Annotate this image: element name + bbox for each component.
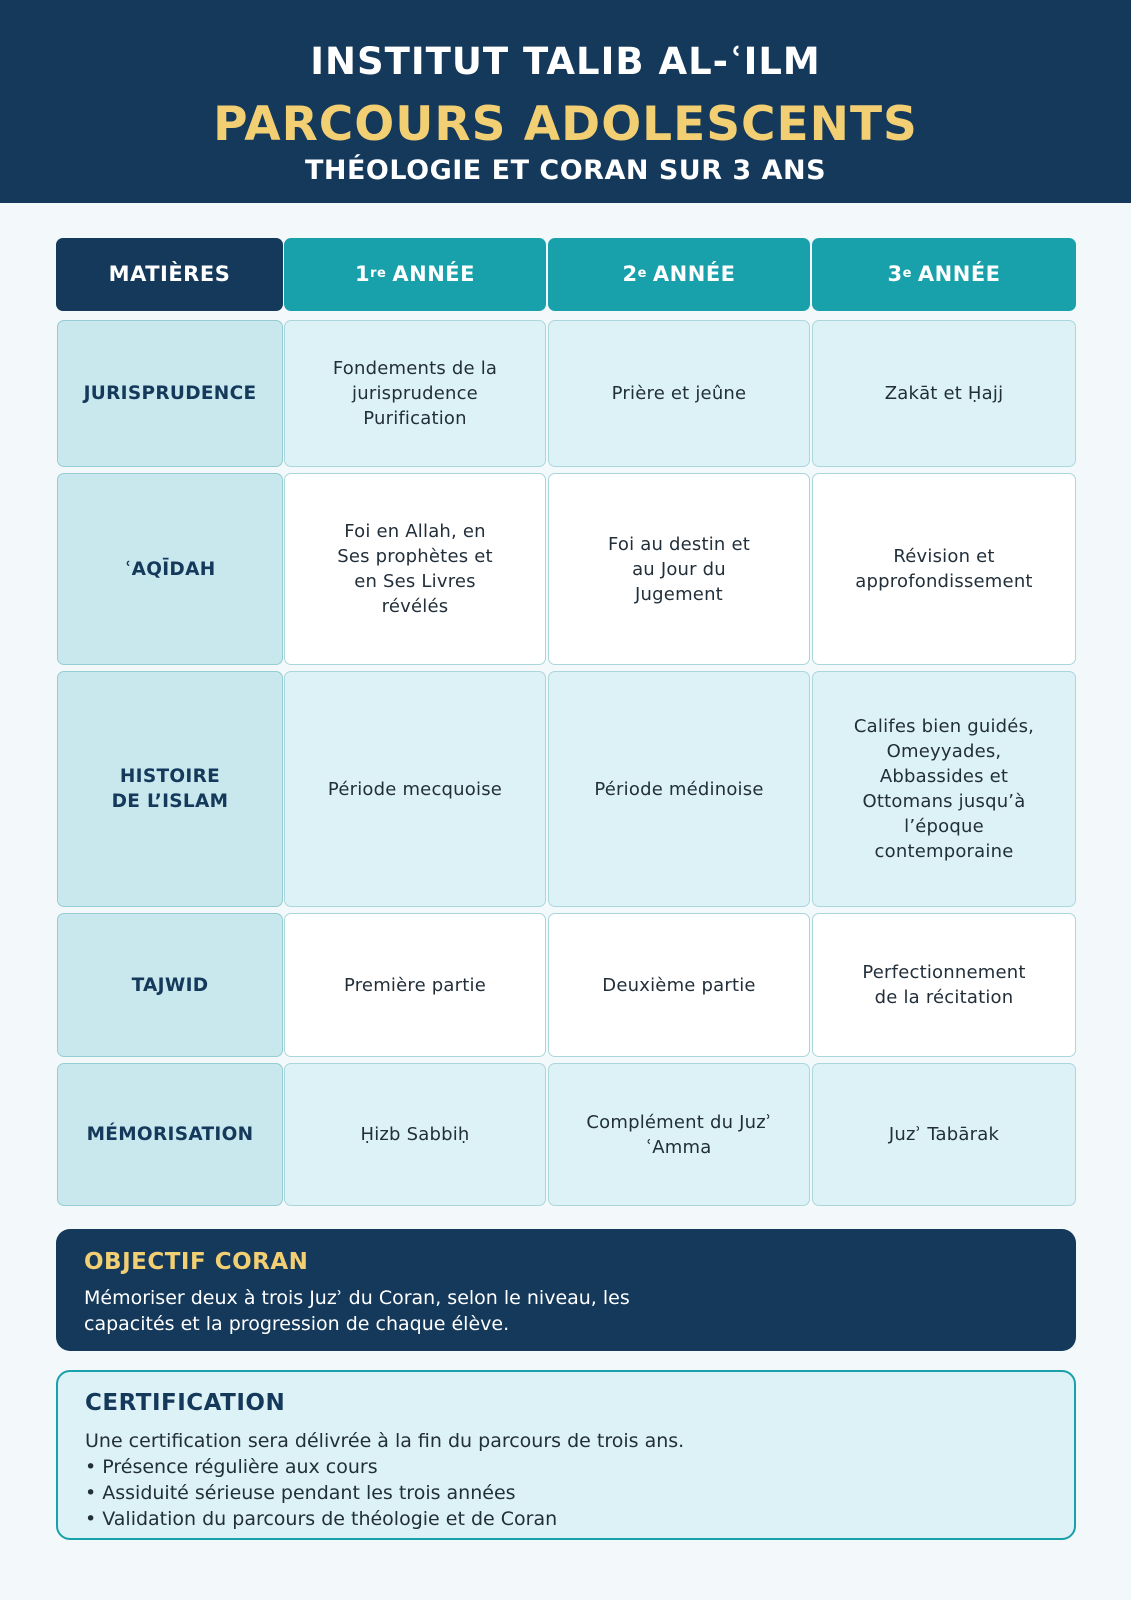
certification-list: Présence régulière aux cours Assiduité s… [85, 1454, 1047, 1532]
objectif-box: OBJECTIF CORAN Mémoriser deux à trois Ju… [56, 1229, 1076, 1351]
objectif-text: Mémoriser deux à trois Juzʾ du Coran, se… [84, 1287, 630, 1335]
cell-aqidah-year3: Révision et approfondissement [812, 473, 1076, 665]
certification-text: Une certification sera délivrée à la fin… [85, 1430, 685, 1452]
cell-memorisation-year2: Complément du Juzʾ ʿAmma [548, 1063, 810, 1206]
cell-histoire-year2: Période médinoise [548, 671, 810, 907]
cell-jurisprudence-year1: Fondements de la jurisprudence Purificat… [284, 320, 546, 467]
subject-histoire: HISTOIRE DE L’ISLAM [57, 671, 283, 907]
list-item: Assiduité sérieuse pendant les trois ann… [85, 1480, 1047, 1506]
cell-tajwid-year3: Perfectionnement de la récitation [812, 913, 1076, 1057]
page-header: INSTITUT TALIB AL-ʿILM PARCOURS ADOLESCE… [0, 0, 1131, 203]
list-item: Validation du parcours de théologie et d… [85, 1506, 1047, 1532]
page-title: PARCOURS ADOLESCENTS [213, 97, 918, 152]
cell-aqidah-year1: Foi en Allah, en Ses prophètes et en Ses… [284, 473, 546, 665]
objectif-title: OBJECTIF CORAN [84, 1249, 309, 1275]
list-item: Présence régulière aux cours [85, 1454, 1047, 1480]
cell-memorisation-year1: Ḥizb Sabbiḥ [284, 1063, 546, 1206]
cell-histoire-year1: Période mecquoise [284, 671, 546, 907]
header-subjects: MATIÈRES [56, 238, 283, 311]
subject-aqidah: ʿAQĪDAH [57, 473, 283, 665]
cell-tajwid-year1: Première partie [284, 913, 546, 1057]
cell-aqidah-year2: Foi au destin et au Jour du Jugement [548, 473, 810, 665]
cell-jurisprudence-year3: Zakāt et Ḥajj [812, 320, 1076, 467]
institute-name: INSTITUT TALIB AL-ʿILM [310, 40, 821, 83]
certification-box: CERTIFICATION Une certification sera dél… [56, 1370, 1076, 1540]
certification-title: CERTIFICATION [85, 1390, 286, 1416]
cell-tajwid-year2: Deuxième partie [548, 913, 810, 1057]
subject-jurisprudence: JURISPRUDENCE [57, 320, 283, 467]
cell-memorisation-year3: Juzʾ Tabārak [812, 1063, 1076, 1206]
cell-jurisprudence-year2: Prière et jeûne [548, 320, 810, 467]
cell-histoire-year3: Califes bien guidés, Omeyyades, Abbassid… [812, 671, 1076, 907]
subject-memorisation: MÉMORISATION [57, 1063, 283, 1206]
page-subtitle: THÉOLOGIE ET CORAN SUR 3 ANS [304, 155, 827, 186]
subject-tajwid: TAJWID [57, 913, 283, 1057]
